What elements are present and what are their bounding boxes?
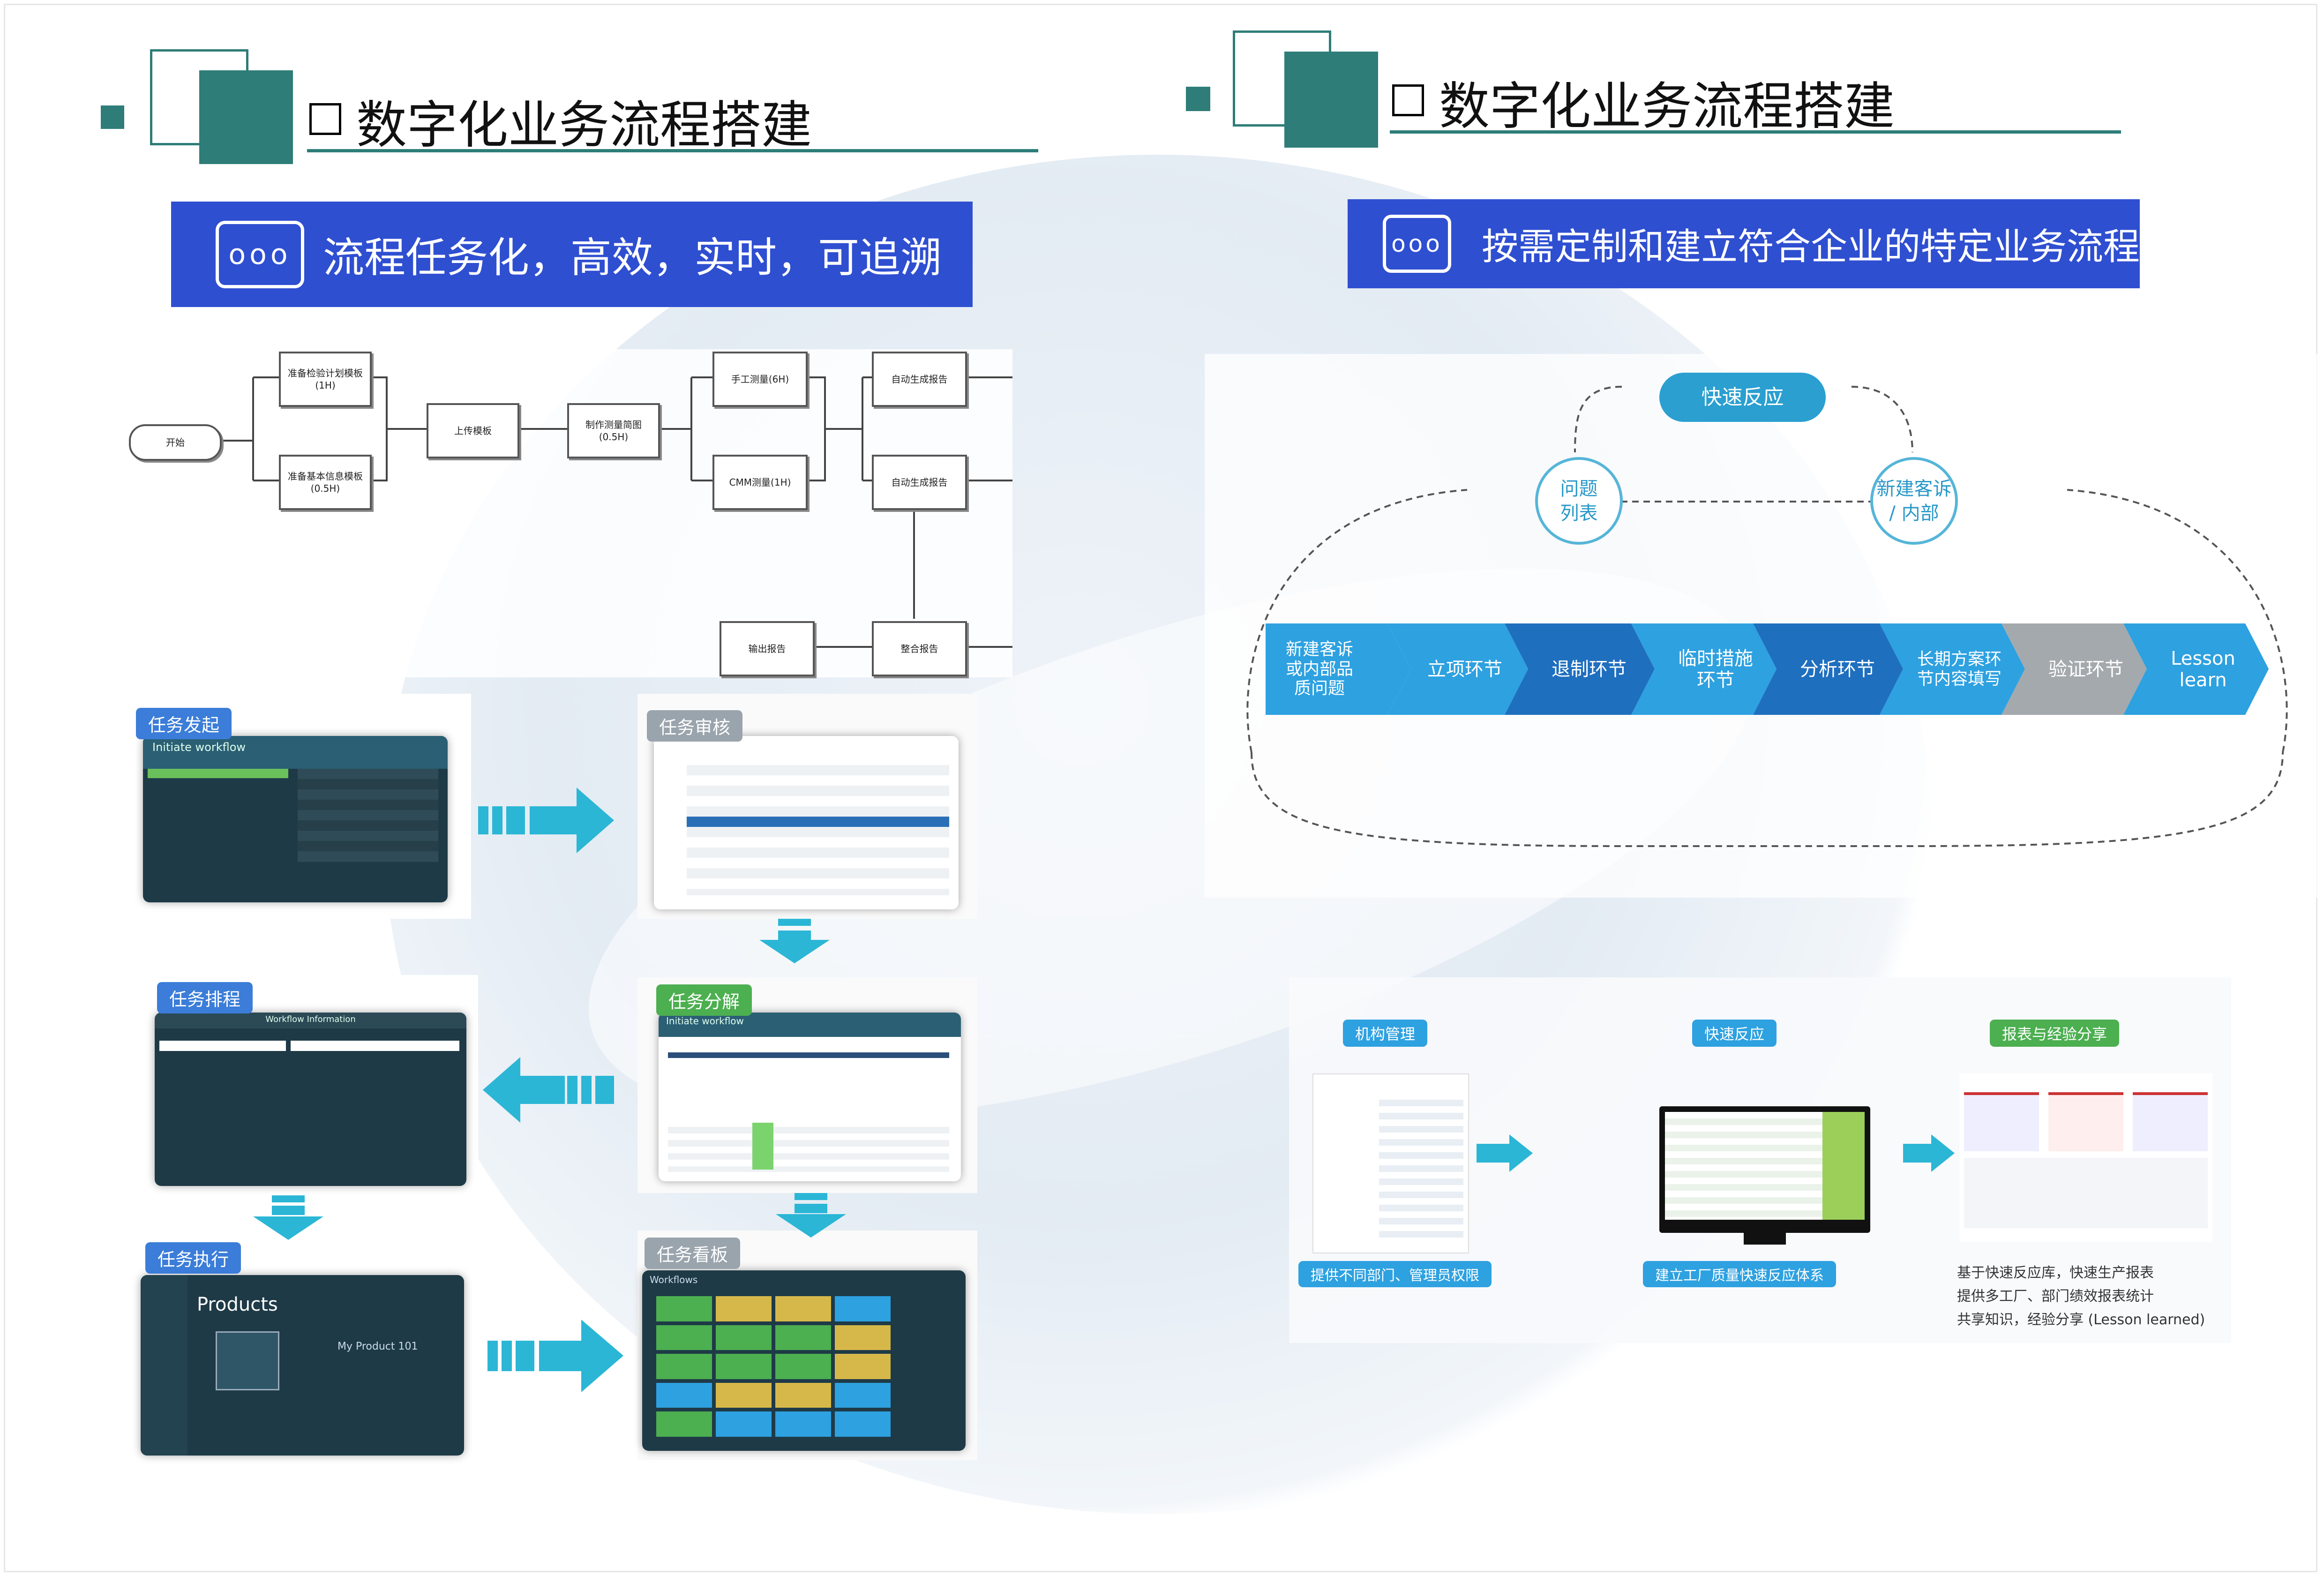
monitor-stand bbox=[1744, 1233, 1786, 1245]
flow-cmm-measure: CMM测量(1H) bbox=[712, 455, 808, 510]
module-report-tag: 报表与经验分享 bbox=[1990, 1020, 2120, 1047]
flow-merge-report: 整合报告 bbox=[872, 621, 967, 676]
screen-decompose: Initiate workflow bbox=[659, 1013, 961, 1181]
report-caption-line-3: 共享知识，经验分享 (Lesson learned) bbox=[1957, 1312, 2205, 1328]
flow-output-report: 输出报告 bbox=[720, 621, 815, 676]
right-title-checkbox-icon bbox=[1392, 84, 1424, 116]
screen-initiate-title: Initiate workflow bbox=[143, 736, 448, 769]
flow-auto-report-1: 自动生成报告 bbox=[872, 352, 967, 407]
step-8: Lesson learn bbox=[2171, 647, 2235, 691]
flow-auto-report-2: 自动生成报告 bbox=[872, 455, 967, 510]
tag-task-execute: 任务执行 bbox=[145, 1242, 241, 1274]
right-title-underline bbox=[1390, 130, 2121, 134]
module-quick-tag: 快速反应 bbox=[1692, 1020, 1777, 1047]
org-caption: 提供不同部门、管理员权限 bbox=[1298, 1261, 1492, 1287]
step-2: 立项环节 bbox=[1427, 658, 1502, 680]
tag-task-decompose: 任务分解 bbox=[656, 984, 752, 1016]
issue-list-circle: 问题 列表 bbox=[1535, 457, 1623, 545]
tag-task-board: 任务看板 bbox=[645, 1238, 741, 1269]
step-1: 新建客诉 或内部品 质问题 bbox=[1285, 640, 1353, 698]
report-caption-line-2: 提供多工厂、部门绩效报表统计 bbox=[1957, 1288, 2154, 1305]
screen-schedule-title: Workflow Information bbox=[155, 1013, 466, 1028]
step-4: 临时措施 环节 bbox=[1678, 647, 1753, 691]
flow-manual-measure: 手工测量(6H) bbox=[712, 352, 808, 407]
process-chevrons bbox=[1266, 623, 2269, 715]
chat-bubble-icon: ooo bbox=[216, 220, 304, 288]
left-banner-text: 流程任务化，高效，实时，可追溯 bbox=[323, 233, 942, 282]
flow-upload-template: 上传模板 bbox=[427, 403, 519, 458]
quick-response-pill: 快速反应 bbox=[1659, 373, 1826, 422]
left-title-checkbox-icon bbox=[309, 103, 341, 135]
tag-task-schedule: 任务排程 bbox=[157, 982, 253, 1013]
quick-caption: 建立工厂质量快速反应体系 bbox=[1643, 1261, 1836, 1287]
right-header-decoration bbox=[1284, 52, 1378, 148]
chat-bubble-icon: ooo bbox=[1383, 215, 1451, 273]
report-thumbnails bbox=[1959, 1073, 2212, 1242]
screen-initiate: Initiate workflow bbox=[143, 736, 448, 902]
left-page-title: 数字化业务流程搭建 bbox=[356, 96, 812, 155]
screen-execute: Products My Product 101 bbox=[141, 1275, 464, 1456]
right-header-decoration bbox=[1186, 87, 1210, 111]
screen-execute-title: Products bbox=[197, 1294, 278, 1315]
org-screenshot bbox=[1312, 1073, 1469, 1253]
flowchart-connectors bbox=[220, 376, 1012, 648]
screen-execute-item: My Product 101 bbox=[337, 1341, 418, 1352]
screen-review bbox=[654, 736, 959, 909]
flow-info-template: 准备基本信息模板 (0.5H) bbox=[279, 455, 372, 510]
left-header-decoration bbox=[199, 70, 293, 164]
step-7: 验证环节 bbox=[2048, 658, 2123, 680]
tag-task-review: 任务审核 bbox=[647, 710, 743, 742]
step-5: 分析环节 bbox=[1800, 658, 1875, 680]
report-caption-line-1: 基于快速反应库，快速生产报表 bbox=[1957, 1265, 2154, 1281]
new-complaint-circle: 新建客诉 / 内部 bbox=[1870, 457, 1958, 545]
module-org-tag: 机构管理 bbox=[1343, 1020, 1428, 1047]
screen-board-title: Workflows bbox=[650, 1274, 698, 1285]
right-banner-text: 按需定制和建立符合企业的特定业务流程 bbox=[1481, 226, 2140, 268]
step-3: 退制环节 bbox=[1552, 658, 1627, 680]
left-title-underline bbox=[307, 149, 1038, 152]
screen-decompose-title: Initiate workflow bbox=[659, 1013, 961, 1037]
right-page-title: 数字化业务流程搭建 bbox=[1439, 77, 1895, 136]
left-banner: ooo 流程任务化，高效，实时，可追溯 bbox=[171, 202, 973, 307]
tag-task-initiate: 任务发起 bbox=[136, 708, 232, 739]
flow-plan-template: 准备检验计划模板 (1H) bbox=[279, 352, 372, 407]
flow-measure-drawing: 制作测量简图 (0.5H) bbox=[567, 403, 660, 458]
flow-start: 开始 bbox=[129, 424, 222, 461]
screen-board: Workflows bbox=[642, 1270, 966, 1451]
right-banner: ooo 按需定制和建立符合企业的特定业务流程 bbox=[1348, 199, 2140, 288]
process-loop-lines bbox=[1246, 386, 2288, 847]
monitor-icon bbox=[1659, 1106, 1870, 1233]
screen-schedule: Workflow Information bbox=[155, 1013, 466, 1186]
step-6: 长期方案环 节内容填写 bbox=[1917, 650, 2002, 689]
left-header-decoration bbox=[101, 105, 124, 129]
